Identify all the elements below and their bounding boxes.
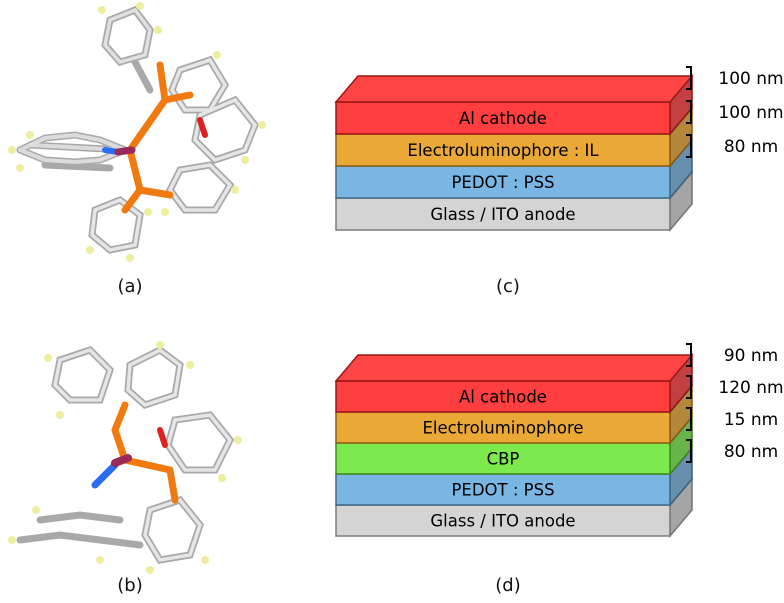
layer-label: Al cathode <box>459 388 547 407</box>
layer-top-face <box>334 75 694 103</box>
layer-label: Glass / ITO anode <box>430 512 575 531</box>
layer-0: Al cathode <box>334 73 694 137</box>
panel-a-label: (a) <box>117 276 142 297</box>
molecule-b-image <box>8 341 242 574</box>
thickness-label: 15 nm <box>724 410 778 430</box>
layer-label: Glass / ITO anode <box>430 205 575 224</box>
thickness-bracket <box>686 343 692 367</box>
thickness-bracket <box>686 375 692 399</box>
thickness-bracket <box>686 439 692 463</box>
panel-d-label: (d) <box>495 575 520 596</box>
panel-c-label: (c) <box>496 276 520 297</box>
layer-label: PEDOT : PSS <box>451 481 554 500</box>
thickness-bracket <box>686 407 692 431</box>
molecule-a-image <box>8 2 266 262</box>
layer-label: Electroluminophore <box>422 419 583 438</box>
device-stack-d: Glass / ITO anode PEDOT : PSS CBP Electrolu… <box>334 343 784 539</box>
thickness-label: 90 nm <box>724 346 778 366</box>
device-stack-c: Glass / ITO anode PEDOT : PSS Electrolumin… <box>334 66 784 233</box>
layer-label: PEDOT : PSS <box>451 173 554 192</box>
layer-front-face <box>335 380 671 413</box>
layer-front-face <box>335 133 671 167</box>
thickness-label: 80 nm <box>724 442 778 462</box>
thickness-bracket <box>686 66 692 90</box>
layer-label: Electroluminophore : IL <box>407 141 599 160</box>
layer-front-face <box>335 411 671 444</box>
layer-front-face <box>335 442 671 475</box>
thickness-label: 100 nm <box>718 103 783 123</box>
layer-4: Glass / ITO anode <box>335 476 693 539</box>
panel-b-label: (b) <box>117 575 142 596</box>
layer-3: Glass / ITO anode <box>335 169 693 233</box>
thickness-bracket <box>686 100 692 124</box>
layer-front-face <box>335 101 671 135</box>
layer-2: CBP <box>335 414 693 477</box>
thickness-bracket <box>686 134 692 158</box>
layer-label: CBP <box>487 450 520 469</box>
layer-front-face <box>335 197 671 231</box>
layer-front-face <box>335 165 671 199</box>
thickness-label: 120 nm <box>718 378 783 398</box>
thickness-label: 100 nm <box>718 69 783 89</box>
layer-1: Electroluminophore <box>335 383 693 446</box>
layer-label: Al cathode <box>459 109 547 128</box>
thickness-label: 80 nm <box>724 137 778 157</box>
layer-front-face <box>335 473 671 506</box>
layer-top-face <box>334 354 694 382</box>
layer-2: PEDOT : PSS <box>335 137 693 201</box>
layer-1: Electroluminophore : IL <box>335 105 693 169</box>
layer-0: Al cathode <box>334 352 694 415</box>
